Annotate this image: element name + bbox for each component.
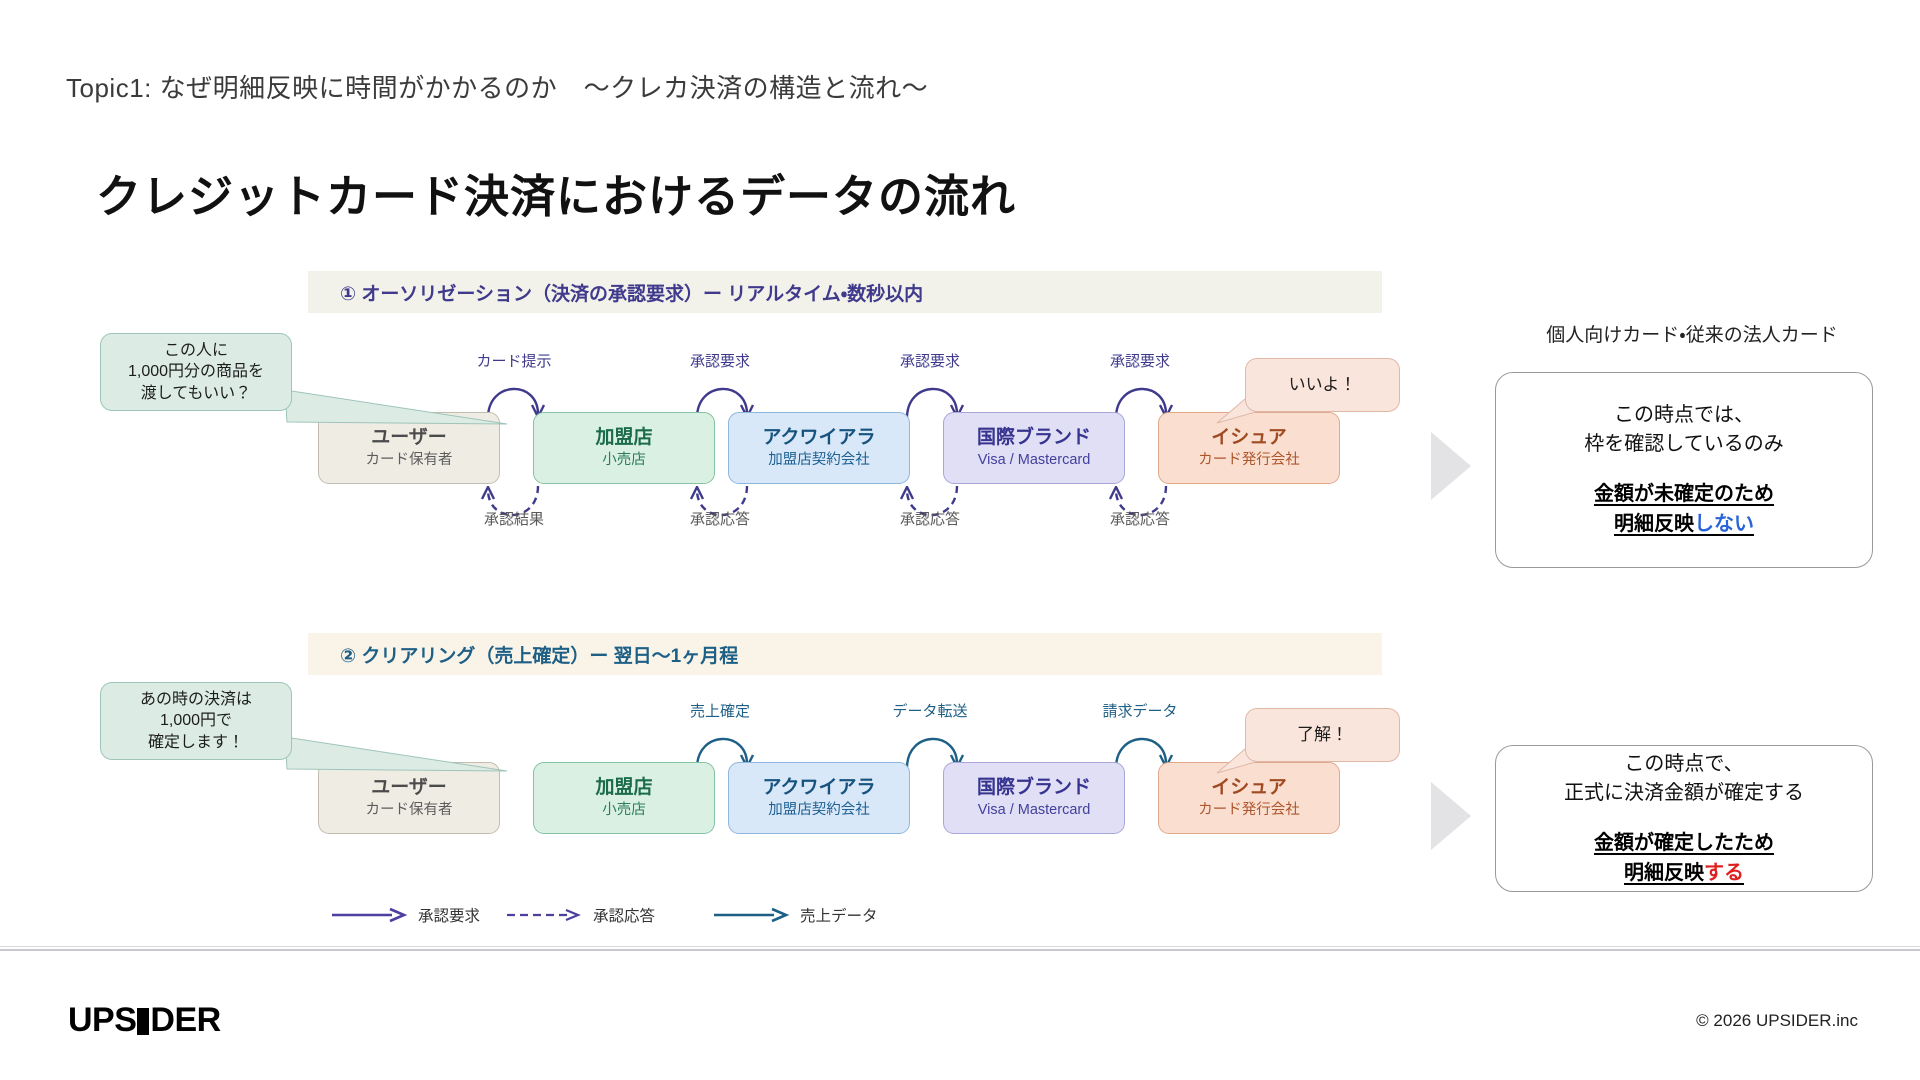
flow1-top-label-0: カード提示 (476, 353, 552, 370)
node-merchant-title: 加盟店 (595, 426, 653, 448)
bubble-auth-answer: いいよ！ (1245, 358, 1400, 412)
bubble-auth-question-text: この人に 1,000円分の商品を 渡してもいい？ (127, 341, 265, 402)
section-band-clearing: ② クリアリング（売上確定）ー 翌日〜1ヶ月程 (308, 633, 1382, 675)
legend-label-request: 承認要求 (418, 908, 481, 925)
flow-row-clearing: 売上確定 データ転送 請求データ ユーザー カード保有者 加盟店 小売店 アクワ… (308, 680, 1382, 880)
node-user: ユーザー カード保有者 (318, 412, 500, 484)
node-merchant-2-title: 加盟店 (595, 776, 653, 798)
node-brand-2-sub: Visa / Mastercard (977, 802, 1091, 819)
node-user-2-title: ユーザー (371, 776, 447, 798)
node-acquirer-sub: 加盟店契約会社 (768, 452, 870, 469)
legend-label-sales: 売上データ (800, 908, 878, 925)
node-issuer: イシュア カード発行会社 (1158, 412, 1340, 484)
footer-divider (0, 946, 1920, 947)
arrow-response-1-icon (689, 486, 749, 517)
legend: 承認要求 承認応答 売上データ (330, 900, 1030, 940)
result-panel-2-strong: 金額が確定したため 明細反映する (1594, 828, 1774, 888)
node-user-2: ユーザー カード保有者 (318, 762, 500, 834)
node-issuer-title: イシュア (1211, 426, 1287, 448)
flow1-top-label-1: 承認要求 (689, 353, 750, 370)
node-issuer-sub: カード発行会社 (1198, 452, 1300, 469)
page-topic: Topic1: なぜ明細反映に時間がかかるのか 〜クレカ決済の構造と流れ〜 (66, 73, 929, 103)
flow2-top-label-1: 売上確定 (689, 703, 750, 720)
flow2-top-label-3: 請求データ (1102, 703, 1178, 720)
node-brand-2: 国際ブランド Visa / Mastercard (943, 762, 1125, 834)
flow1-bottom-label-0: 承認結果 (483, 511, 544, 528)
upsider-logo-bar-icon (137, 1008, 150, 1035)
flow1-bottom-label-1: 承認応答 (689, 511, 750, 528)
node-merchant-2: 加盟店 小売店 (533, 762, 715, 834)
legend-item-sales: 売上データ (712, 904, 878, 926)
chevron-right-icon (1431, 432, 1471, 500)
node-acquirer-2-title: アクワイアラ (762, 776, 876, 798)
node-user-sub: カード保有者 (365, 452, 453, 469)
legend-sales-arrow-icon (714, 907, 790, 923)
copyright: © 2026 UPSIDER.inc (1696, 1011, 1858, 1030)
bubble-tail-clearing-question-icon (284, 736, 508, 772)
node-acquirer: アクワイアラ 加盟店契約会社 (728, 412, 910, 484)
bubble-clearing-answer-text: 了解！ (1297, 724, 1348, 744)
page-title: クレジットカード決済におけるデータの流れ (96, 171, 1017, 222)
result-panel-1-strong-line1: 金額が未確定のため (1594, 483, 1774, 505)
node-acquirer-2-sub: 加盟店契約会社 (768, 802, 870, 819)
node-acquirer-2: アクワイアラ 加盟店契約会社 (728, 762, 910, 834)
footer-divider-2 (0, 949, 1920, 951)
result-panel-1-strong-line2: 明細反映しない (1594, 509, 1774, 539)
bubble-auth-question: この人に 1,000円分の商品を 渡してもいい？ (100, 333, 292, 411)
result-panel-1-strong-prefix: 明細反映 (1614, 513, 1694, 535)
result-panel-clearing: この時点で、 正式に決済金額が確定する 金額が確定したため 明細反映する (1495, 745, 1873, 892)
section-band-label-2: ② クリアリング（売上確定）ー 翌日〜1ヶ月程 (340, 645, 739, 667)
arrow-request-3-icon (1114, 387, 1174, 418)
bubble-tail-auth-question-icon (284, 389, 508, 425)
section-band-authorization: ① オーソリゼーション（決済の承認要求）ー リアルタイム・数秒以内 (308, 271, 1382, 313)
arrow-response-0-icon (480, 486, 540, 517)
legend-solid-arrow-icon (332, 907, 408, 923)
node-brand-sub: Visa / Mastercard (977, 452, 1091, 469)
legend-item-response: 承認応答 (505, 904, 655, 926)
flow1-top-label-3: 承認要求 (1109, 353, 1170, 370)
flow2-top-label-2: データ転送 (892, 703, 968, 720)
flow1-bottom-label-3: 承認応答 (1109, 511, 1170, 528)
arrow-response-3-icon (1108, 486, 1168, 517)
flow-row-authorization: カード提示 承認要求 承認要求 承認要求 ユーザー カード保有者 加盟店 小売店 (308, 330, 1382, 530)
node-issuer-2-title: イシュア (1211, 776, 1287, 798)
result-panel-2-strong-line1: 金額が確定したため (1594, 831, 1774, 854)
result-panel-2-strong-prefix: 明細反映 (1624, 861, 1704, 884)
bubble-auth-answer-text: いいよ！ (1288, 374, 1357, 394)
legend-item-request: 承認要求 (330, 904, 480, 926)
node-merchant-sub: 小売店 (602, 452, 646, 469)
node-issuer-2-sub: カード発行会社 (1198, 802, 1300, 819)
node-issuer-2: イシュア カード発行会社 (1158, 762, 1340, 834)
node-merchant-2-sub: 小売店 (602, 802, 646, 819)
result-panel-2-strong-line2: 明細反映する (1594, 858, 1774, 888)
node-acquirer-title: アクワイアラ (762, 426, 876, 448)
bubble-clearing-question-text: あの時の決済は 1,000円で 確定します！ (139, 690, 252, 751)
chevron-right-icon-2 (1431, 782, 1471, 850)
section-band-label: ① オーソリゼーション（決済の承認要求）ー リアルタイム・数秒以内 (340, 283, 924, 305)
result-panel-authorization: この時点では、 枠を確認しているのみ 金額が未確定のため 明細反映しない (1495, 372, 1873, 568)
arrow-response-2-icon (899, 486, 959, 517)
right-column-caption: 個人向けカード・従来の法人カード (1546, 325, 1838, 346)
node-brand-title: 国際ブランド (976, 426, 1091, 448)
node-brand-2-title: 国際ブランド (976, 776, 1091, 798)
upsider-logo-post: DER (150, 1001, 221, 1039)
upsider-logo: UPS DER (68, 1001, 221, 1040)
arrow-sales-3-icon (1114, 737, 1174, 768)
flow1-bottom-label-2: 承認応答 (899, 511, 960, 528)
node-user-title: ユーザー (371, 426, 447, 448)
legend-label-response: 承認応答 (593, 908, 656, 925)
result-panel-1-strong: 金額が未確定のため 明細反映しない (1594, 479, 1774, 539)
result-panel-2-body: この時点で、 正式に決済金額が確定する (1564, 752, 1804, 804)
bubble-clearing-question: あの時の決済は 1,000円で 確定します！ (100, 682, 292, 760)
result-panel-1-body: この時点では、 枠を確認しているのみ (1584, 404, 1784, 455)
result-panel-2-highlight: する (1704, 861, 1744, 884)
flow1-top-label-2: 承認要求 (899, 353, 960, 370)
legend-dashed-arrow-icon (507, 908, 581, 922)
node-user-2-sub: カード保有者 (365, 802, 453, 819)
node-merchant: 加盟店 小売店 (533, 412, 715, 484)
bubble-clearing-answer: 了解！ (1245, 708, 1400, 762)
result-panel-1-highlight: しない (1694, 513, 1754, 535)
upsider-logo-pre: UPS (68, 1001, 137, 1039)
node-brand: 国際ブランド Visa / Mastercard (943, 412, 1125, 484)
